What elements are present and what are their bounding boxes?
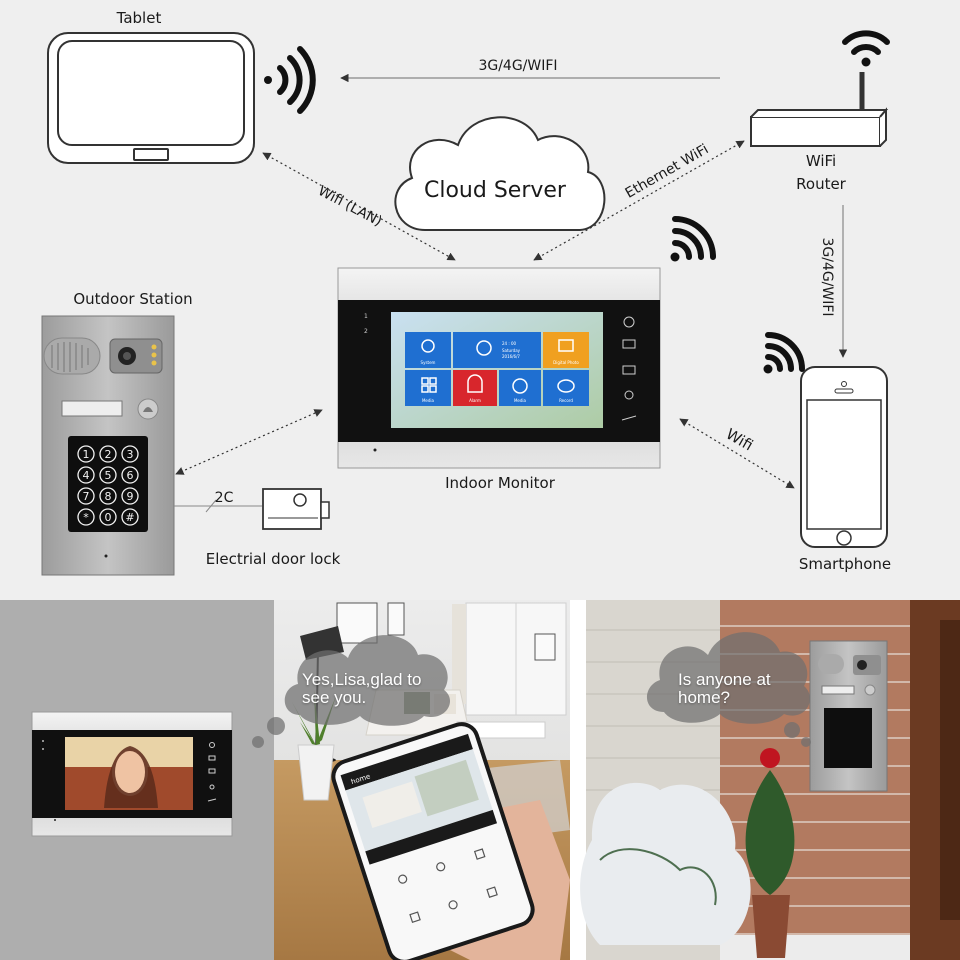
smartphone-label: Smartphone [799, 555, 891, 573]
keypad-key-label: 1 [83, 448, 90, 461]
speech-text-left-line2: see you. [302, 689, 366, 706]
smartphone-device [801, 367, 887, 547]
speech-text-right-line1: Is anyone at [678, 671, 771, 688]
keypad-key-label: 0 [105, 511, 112, 524]
keypad-key-label: 3 [127, 448, 134, 461]
tile-clock-day: Saturday [502, 348, 521, 353]
scene-indoor-monitor [32, 712, 232, 836]
link-router-tablet-label: 3G/4G/WIFI [478, 58, 557, 74]
router-label-line1: WiFi [806, 152, 836, 170]
tablet-label: Tablet [116, 9, 162, 27]
indoor-monitor-label: Indoor Monitor [445, 474, 556, 492]
keypad-key-label: 9 [127, 490, 134, 503]
tile-clock-time: 24 : 00 [502, 341, 517, 346]
door-lock-label: Electrial door lock [206, 550, 341, 568]
wall-frame [337, 603, 377, 643]
keypad-key-label: 2 [105, 448, 112, 461]
tile-record-label: Record [559, 398, 573, 403]
tile-media2-label: Media [514, 398, 527, 403]
speech-text-left-line1: Yes,Lisa,glad to [302, 671, 421, 688]
keypad-key-label: 7 [83, 490, 90, 503]
cloud-server-label: Cloud Server [424, 178, 567, 203]
name-plate [62, 401, 122, 416]
plant-pot [298, 745, 334, 800]
tile-system-label: System [421, 360, 436, 365]
keypad-key-label: 5 [105, 469, 112, 482]
tablet-device [48, 33, 254, 163]
tile-media-label: Media [422, 398, 435, 403]
link-outdoor-lock-label: 2C [215, 490, 234, 506]
tile-alarm-label: Alarm [469, 398, 481, 403]
monitor-side-number-1: 1 [364, 313, 368, 320]
potted-plant [752, 895, 790, 958]
door-lock-device [263, 489, 329, 529]
keypad-key-label: * [83, 511, 89, 524]
tile-clock[interactable] [453, 332, 541, 368]
tile-photo-label: Digital Photo [553, 360, 579, 365]
monitor-side-number-2: 2 [364, 328, 368, 335]
link-router-phone-label: 3G/4G/WIFI [819, 237, 835, 316]
keypad-key-label: 8 [105, 490, 112, 503]
tile-clock-date: 2016/6/7 [502, 354, 520, 359]
outdoor-station-label: Outdoor Station [73, 290, 192, 308]
red-flower [760, 748, 780, 768]
router-label-line2: Router [796, 175, 847, 193]
keypad-key-label: 4 [83, 469, 90, 482]
keypad-key-label: # [125, 511, 134, 524]
home-button[interactable] [837, 531, 851, 545]
keypad-key-label: 6 [127, 469, 134, 482]
scene-outdoor-station [810, 641, 887, 791]
lock-cylinder-icon [294, 494, 306, 506]
speech-text-right-line2: home? [678, 689, 730, 706]
